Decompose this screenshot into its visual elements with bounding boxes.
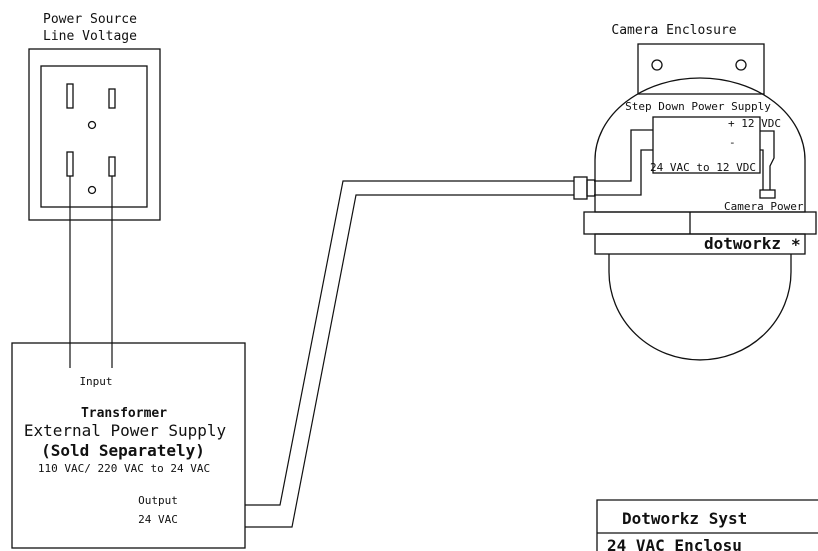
step-down-supply-box [652,116,761,174]
lower-band [594,233,806,255]
mounting-hole [651,59,663,71]
output-label: Output [138,494,178,507]
voltage-range-label: 110 VAC/ 220 VAC to 24 VAC [38,462,210,475]
outlet-screw [87,185,97,195]
plus-12vdc-label: + 12 VDC [728,117,781,130]
transformer-label: Transformer [81,406,167,421]
brand-logo-text: dotworkz [704,234,781,253]
minus-label: - [729,136,736,149]
step-down-label: Step Down Power Supply [625,100,771,113]
outlet-slot [66,83,74,109]
input-label: Input [79,375,112,388]
vac-to-vdc-label: 24 VAC to 12 VDC [650,161,756,174]
outlet-wall-plate [28,48,161,221]
title-block [596,499,818,551]
cable-gland [573,176,588,200]
transformer-box [11,342,246,549]
power-outlet [28,48,161,221]
title-block-line1: Dotworkz Syst [622,509,747,528]
camera-enclosure [573,43,817,361]
upper-housing [594,77,806,213]
mounting-hole [735,59,747,71]
output-voltage-label: 24 VAC [138,513,178,526]
camera-power-label: Camera Power [724,200,804,213]
supply-wire [760,149,764,190]
output-wire [245,194,574,528]
outlet-slot [108,156,116,177]
dome [608,254,792,361]
camera-power-connector [759,189,776,199]
outlet-slot [66,151,74,177]
supply-wire [760,130,775,190]
supply-wire [594,129,653,182]
outlet-face [40,65,148,208]
cable-gland-nut [586,179,596,197]
outlet-slot [108,88,116,109]
line-voltage-label: Line Voltage [43,29,137,44]
title-block-line2: 24 VAC Enclosu [607,536,742,551]
outlet-screw [87,120,97,130]
output-wire [245,180,574,506]
camera-enclosure-label: Camera Enclosure [611,23,736,38]
brand-star: * [791,235,801,254]
supply-wire [594,149,653,196]
mid-band [583,211,817,235]
power-source-label: Power Source [43,12,137,27]
mounting-bracket [637,43,765,95]
external-supply-label: External Power Supply [24,421,227,440]
sold-separately-label: (Sold Separately) [41,441,205,460]
title-block-frame [596,499,818,551]
output-cable [245,180,574,528]
input-wires [69,176,113,368]
